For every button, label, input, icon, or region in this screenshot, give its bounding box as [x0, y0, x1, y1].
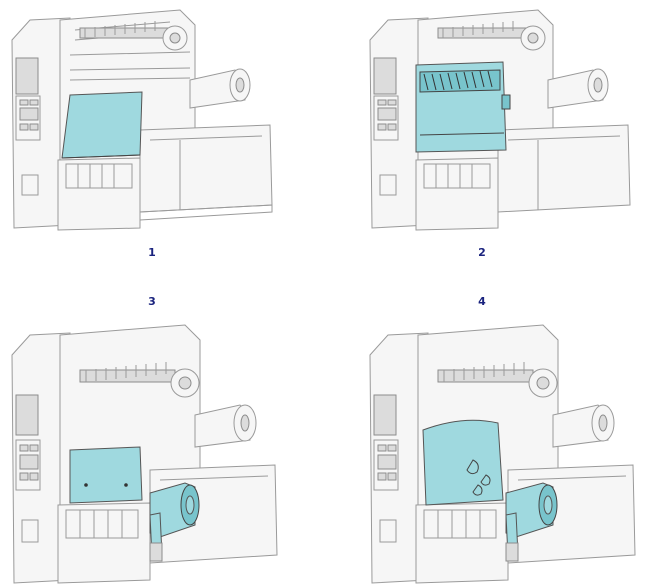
step-number-1: 1 [148, 246, 156, 259]
printer-illustration-1 [11, 9, 273, 231]
panel-step-3 [0, 315, 290, 588]
step-number-3: 3 [148, 295, 156, 308]
printer-illustration-3 [11, 324, 278, 584]
step-number-4: 4 [478, 295, 486, 308]
panel-step-1 [0, 0, 290, 240]
large-cover-part [422, 419, 504, 506]
usb-port [379, 519, 397, 543]
display-screen [373, 57, 397, 95]
usb-port [21, 174, 39, 196]
display-screen [15, 394, 39, 436]
step-number-2: 2 [478, 246, 486, 259]
printer-illustration-4 [369, 324, 636, 584]
cover-part [61, 91, 143, 159]
panel-step-2 [358, 0, 645, 240]
usb-port [21, 519, 39, 543]
display-screen [15, 57, 39, 95]
display-screen [373, 394, 397, 436]
usb-port [379, 174, 397, 196]
plate-part [69, 446, 143, 504]
panel-step-4 [358, 315, 645, 588]
printer-illustration-2 [369, 9, 631, 231]
